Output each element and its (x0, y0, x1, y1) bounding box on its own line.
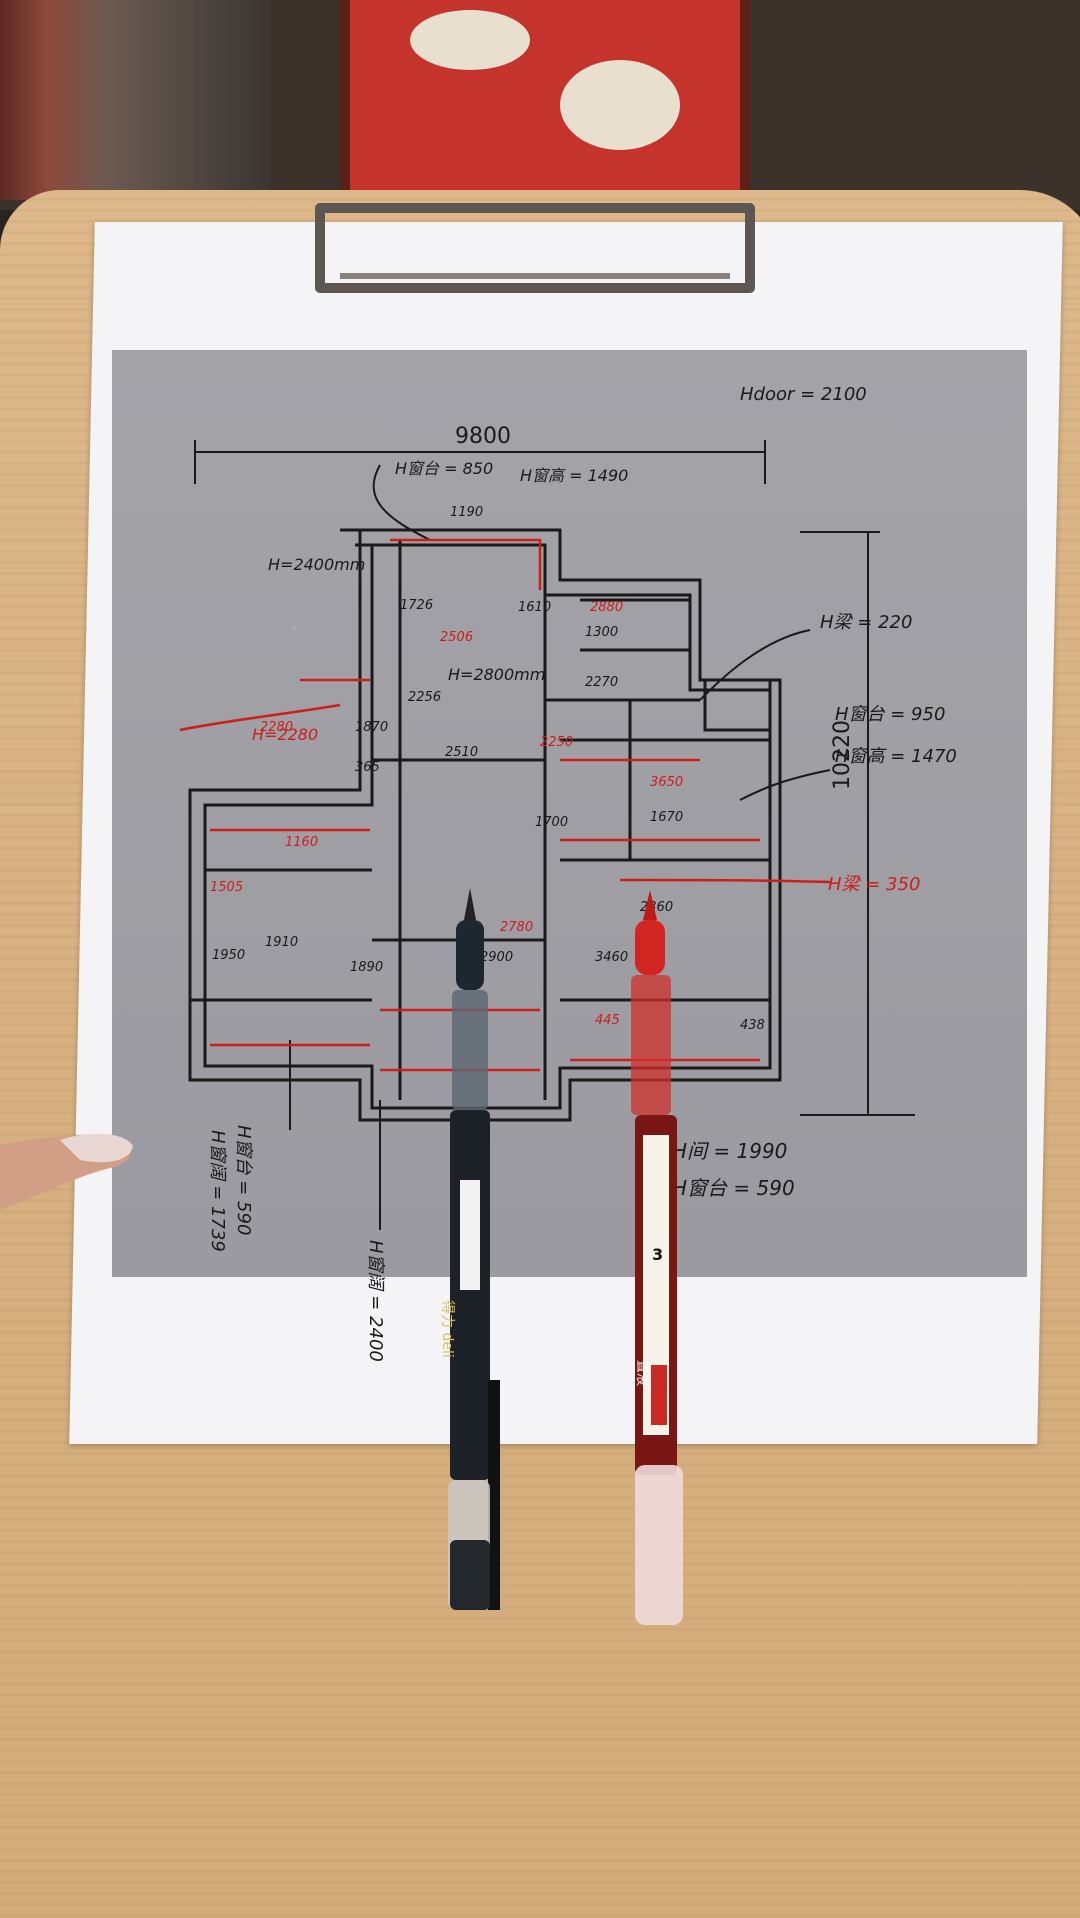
annotation-window-sill-top: H窗台 = 850 (395, 459, 494, 478)
dimension-label: 2256 (408, 690, 442, 705)
dimension-label: 1700 (535, 815, 569, 830)
dimension-label: 2880 (590, 600, 624, 615)
red-pen-brand: 直液 (634, 1360, 649, 1387)
hand-fingertip (0, 1133, 133, 1210)
dimension-label: 1300 (585, 625, 619, 640)
dimension-label: 2900 (480, 950, 514, 965)
annotation-door-height: Hdoor = 2100 (740, 384, 867, 405)
dimension-label: 1890 (350, 960, 384, 975)
annotation-window-height-top: H窗高 = 1490 (520, 466, 629, 485)
dimension-label: 2506 (440, 630, 474, 645)
dimension-label: 365 (355, 760, 380, 775)
annotation-top-width: 9800 (455, 424, 511, 449)
picture-frame (0, 0, 270, 200)
annotation-height-red: H=2280 (252, 725, 319, 744)
red-pen-number: 3 (652, 1245, 664, 1264)
black-pen (448, 888, 500, 1610)
dimension-label: 1726 (400, 598, 434, 613)
annotation-height-bottom-right: H间 = 1990 (672, 1139, 788, 1163)
dimension-label: 1190 (450, 505, 484, 520)
dimension-label: 1950 (212, 948, 246, 963)
dimension-label: 2270 (585, 675, 619, 690)
dimension-label: 438 (740, 1018, 765, 1033)
annotation-beam-1: H梁 = 220 (820, 612, 913, 633)
dimension-label: 1870 (355, 720, 389, 735)
cushion-pattern (560, 60, 680, 150)
dimension-label: 3650 (650, 775, 684, 790)
red-pen (631, 890, 683, 1625)
dimension-label: 3460 (595, 950, 629, 965)
dimension-label: 2780 (500, 920, 534, 935)
annotation-window-width-bottom: H窗阔 = 2400 (365, 1240, 386, 1362)
dimension-label: 1505 (210, 880, 244, 895)
annotation-window-width-bottom-left: H窗阔 = 1739 (207, 1130, 228, 1252)
dimension-label: 1670 (650, 810, 684, 825)
dimension-label: 1610 (518, 600, 552, 615)
cushion-pattern (410, 10, 530, 70)
annotation-height-left: H=2400mm (268, 555, 366, 574)
annotation-window-sill-bottom-right: H窗台 = 590 (672, 1176, 795, 1200)
annotation-height-center: H=2800mm (448, 665, 546, 684)
annotation-window-sill-right: H窗台 = 950 (835, 704, 946, 725)
red-cushion (340, 0, 750, 200)
dimension-label: 2250 (540, 735, 574, 750)
dimension-label: 2280 (260, 720, 294, 735)
annotation-window-height-right: H窗高 = 1470 (835, 746, 957, 767)
dimension-label: 1910 (265, 935, 299, 950)
metal-clip (315, 203, 755, 293)
floor-plan-print (112, 350, 1027, 1277)
dimension-label: 1160 (285, 835, 319, 850)
dimension-label: 2510 (445, 745, 479, 760)
annotation-window-sill-bottom-left: H窗台 = 590 (233, 1125, 254, 1236)
black-pen-brand: 得力 deli (439, 1300, 455, 1358)
dimension-label: 445 (595, 1013, 620, 1028)
annotation-beam-2: H梁 = 350 (828, 874, 921, 895)
